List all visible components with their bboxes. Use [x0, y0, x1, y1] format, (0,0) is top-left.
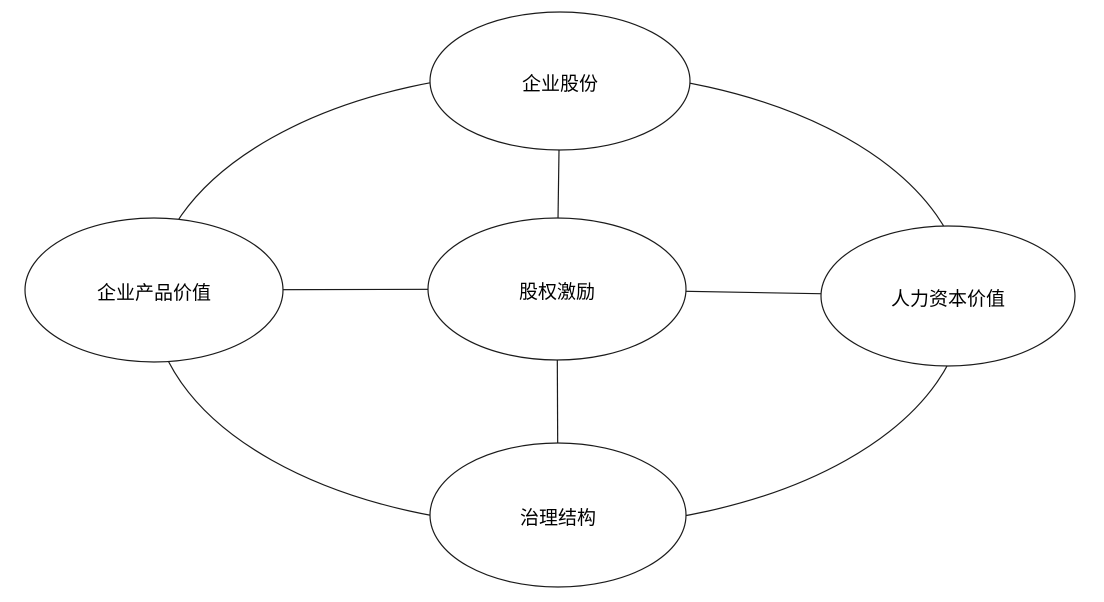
node-left[interactable]: 企业产品价值 [24, 217, 284, 363]
node-center-shape[interactable] [427, 217, 687, 361]
node-left-shape[interactable] [24, 217, 284, 363]
node-top[interactable]: 企业股份 [429, 11, 691, 151]
node-center-label: 股权激励 [519, 281, 595, 303]
node-left-label: 企业产品价值 [97, 282, 211, 304]
node-top-label: 企业股份 [522, 73, 598, 95]
node-right-label: 人力资本价值 [891, 288, 1005, 310]
node-center[interactable]: 股权激励 [427, 217, 687, 361]
node-bottom-shape[interactable] [429, 442, 687, 588]
node-top-shape[interactable] [429, 11, 691, 151]
node-bottom[interactable]: 治理结构 [429, 442, 687, 588]
node-right[interactable]: 人力资本价值 [820, 225, 1076, 367]
node-right-shape[interactable] [820, 225, 1076, 367]
node-bottom-label: 治理结构 [520, 507, 596, 529]
